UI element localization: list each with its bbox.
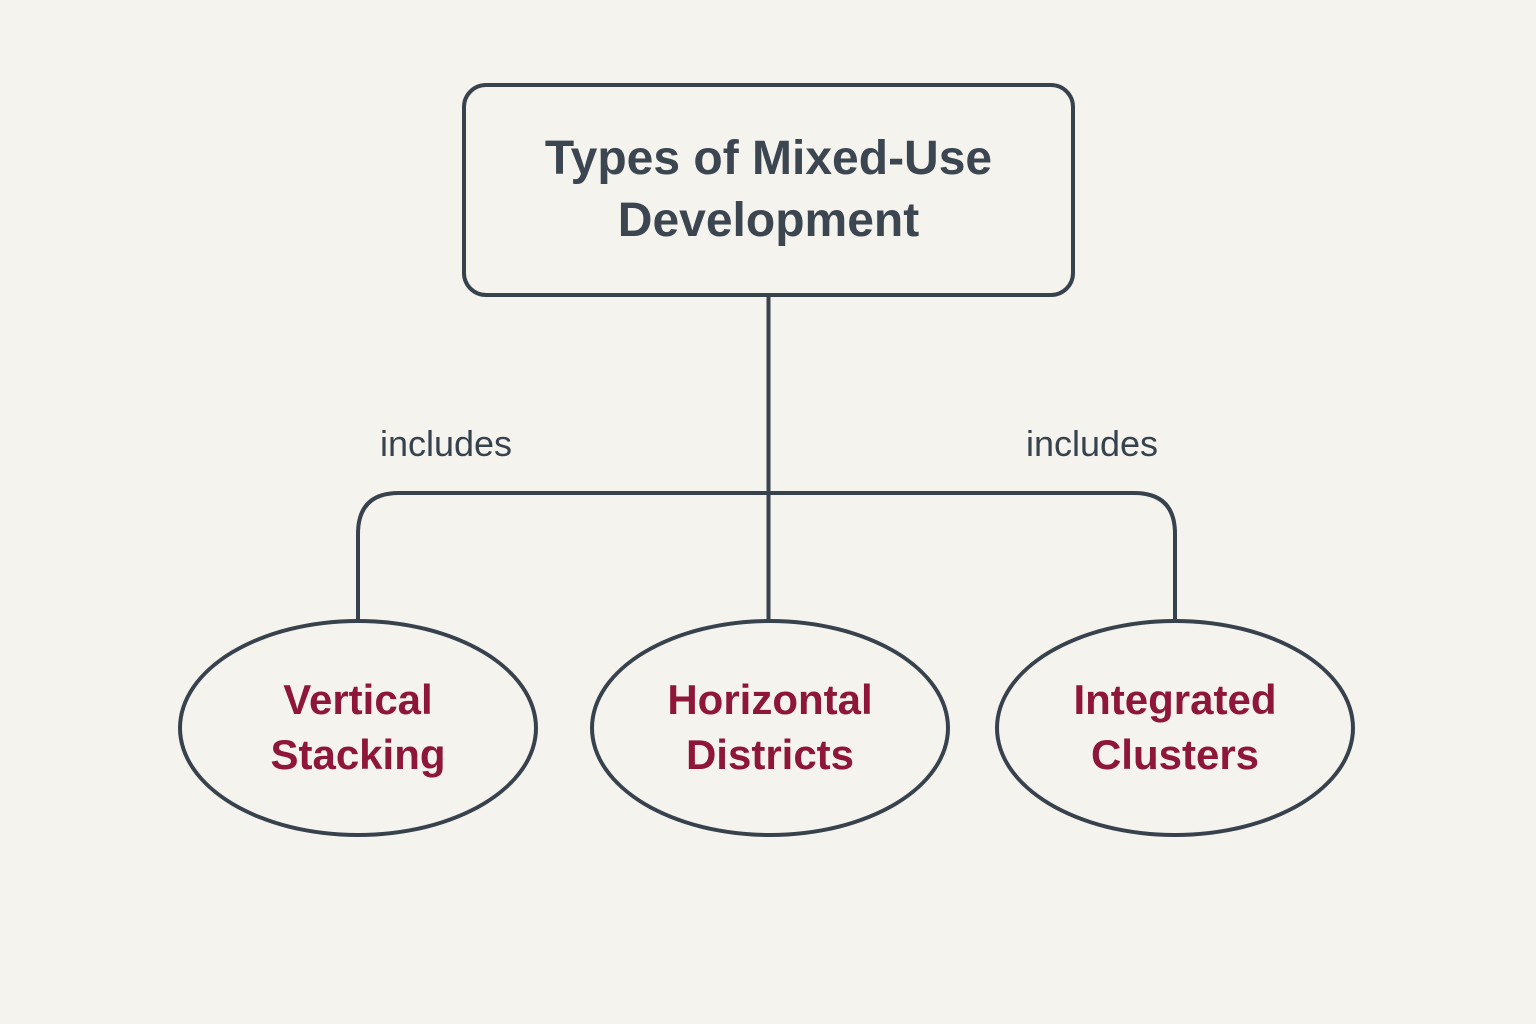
node-label-line1: Integrated	[1073, 676, 1277, 724]
node-label-line1: Vertical	[283, 676, 433, 724]
node-integrated-clusters: Integrated Clusters	[995, 619, 1355, 837]
node-root: Types of Mixed-Use Development	[462, 83, 1075, 297]
node-root-label-line2: Development	[617, 194, 920, 247]
node-label-line2: Districts	[685, 731, 855, 778]
node-horizontal-districts: Horizontal Districts	[590, 619, 950, 837]
edge-bracket-left-right	[356, 491, 1177, 622]
node-label-line1: Horizontal	[667, 676, 873, 724]
node-vertical-stacking: Vertical Stacking	[178, 619, 538, 837]
node-label-line2: Stacking	[270, 731, 446, 778]
edge-label-includes-right: includes	[1025, 423, 1159, 464]
node-label-line2: Clusters	[1090, 731, 1260, 778]
edge-label-includes-left: includes	[379, 423, 513, 464]
node-root-label-line1: Types of Mixed-Use	[544, 131, 993, 185]
